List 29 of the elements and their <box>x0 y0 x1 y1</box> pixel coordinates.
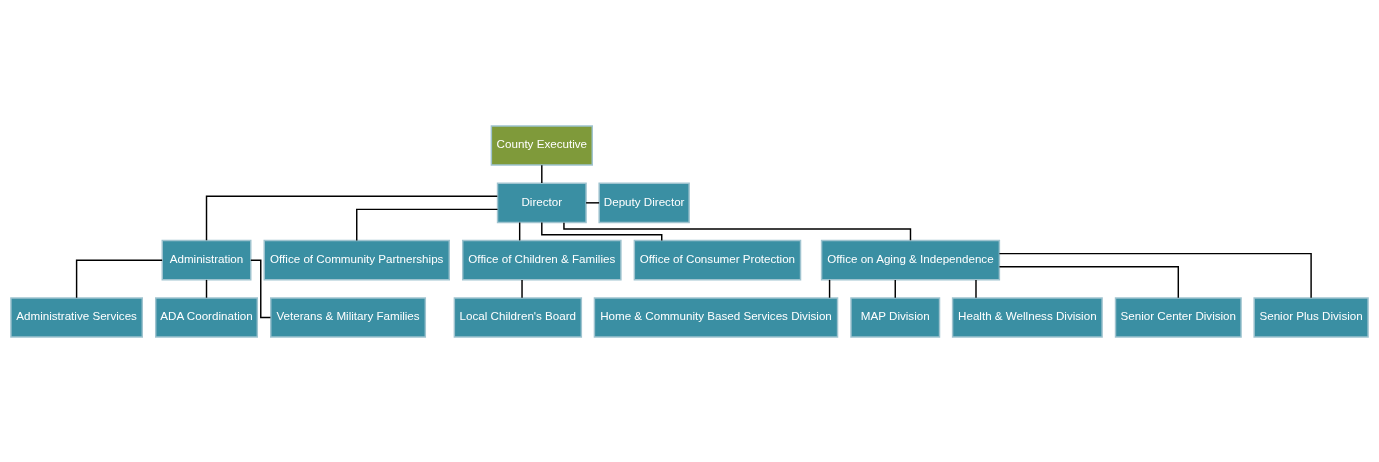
node-box: MAP Division <box>850 296 941 338</box>
connector <box>975 278 977 298</box>
node-box: Office of Community Partnerships <box>263 239 450 280</box>
node-box: Senior Plus Division <box>1253 296 1369 338</box>
connector <box>250 258 272 318</box>
node-box: County Executive <box>490 124 593 166</box>
node-box: Senior Center Division <box>1114 296 1242 338</box>
node-box: Health & Wellness Division <box>951 296 1103 338</box>
node-box: Local Children's Board <box>453 296 583 338</box>
connector <box>585 201 600 204</box>
node-box: Veterans & Military Families <box>270 296 427 338</box>
connector <box>521 278 523 298</box>
node-box: Deputy Director <box>598 182 690 223</box>
node-box: Office of Consumer Protection <box>633 239 802 280</box>
node-box: Home & Community Based Services Division <box>593 296 839 338</box>
node-box: ADA Coordination <box>155 296 259 338</box>
connector <box>205 195 498 241</box>
connector <box>998 252 1312 298</box>
connector <box>563 221 912 241</box>
node-box: Administration <box>161 239 252 280</box>
connector <box>998 265 1179 298</box>
node-box: Office on Aging & Independence <box>820 239 1001 280</box>
node-box: Administrative Services <box>10 296 143 338</box>
connector <box>541 221 663 241</box>
node-box: Office of Children & Families <box>461 239 622 280</box>
connector <box>541 164 543 184</box>
connector <box>75 258 163 298</box>
node-box: Director <box>496 182 587 223</box>
connector <box>356 208 499 241</box>
